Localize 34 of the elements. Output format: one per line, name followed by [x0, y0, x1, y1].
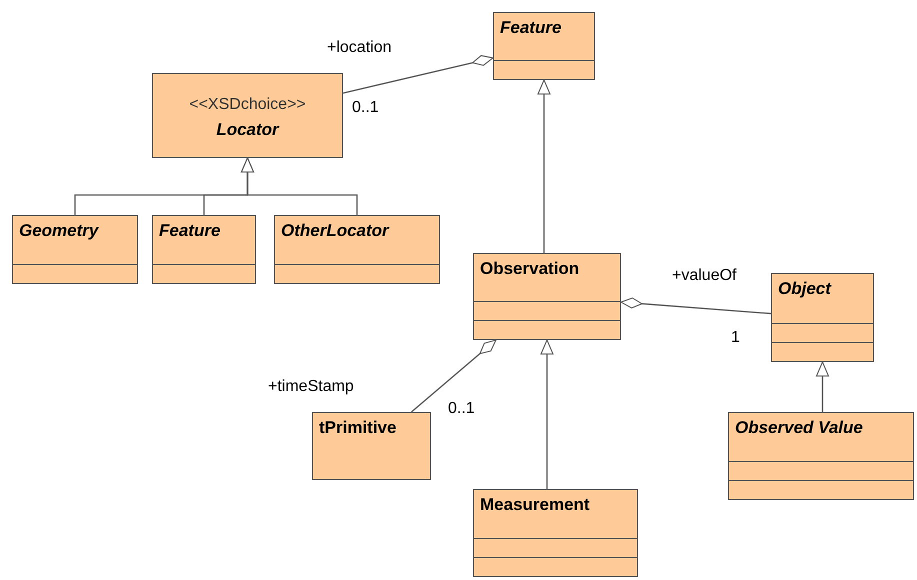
class-name: Measurement: [480, 494, 590, 516]
uml-class-box: [473, 489, 638, 577]
uml-class-box: [274, 215, 440, 284]
generalization-arrow: [816, 362, 829, 412]
uml-class-box: [473, 253, 621, 340]
generalization-arrow: [241, 158, 358, 215]
aggregation-line: [411, 340, 496, 412]
class-name: Object: [778, 278, 831, 300]
generalization-arrow: [540, 340, 554, 489]
class-name: tPrimitive: [319, 417, 396, 438]
multiplicity-label: 0..1: [448, 399, 475, 419]
uml-class-box: [12, 215, 138, 284]
multiplicity-label: 0..1: [352, 98, 379, 118]
role-label: +timeStamp: [268, 377, 354, 397]
class-name: Locator: [216, 118, 279, 140]
role-label: +valueOf: [672, 266, 736, 286]
uml-class-box: [728, 412, 914, 500]
class-name: OtherLocator: [281, 220, 389, 242]
class-name: Feature: [159, 220, 220, 242]
uml-class-box: [152, 73, 343, 158]
aggregation-line: [620, 298, 772, 314]
uml-class-box: [152, 215, 256, 284]
multiplicity-label: 1: [731, 328, 740, 348]
stereotype-text: <<XSDchoice>>: [189, 94, 306, 115]
class-name: Geometry: [19, 220, 98, 242]
uml-class-box: [771, 273, 874, 362]
aggregation-line: [342, 55, 494, 94]
class-name: Observation: [480, 258, 580, 280]
uml-class-box: [312, 412, 431, 480]
class-name: Feature: [500, 17, 562, 38]
class-name: Observed Value: [735, 417, 863, 438]
role-label: +location: [327, 38, 392, 58]
uml-class-box: [493, 12, 595, 80]
generalization-arrow: [538, 80, 550, 253]
